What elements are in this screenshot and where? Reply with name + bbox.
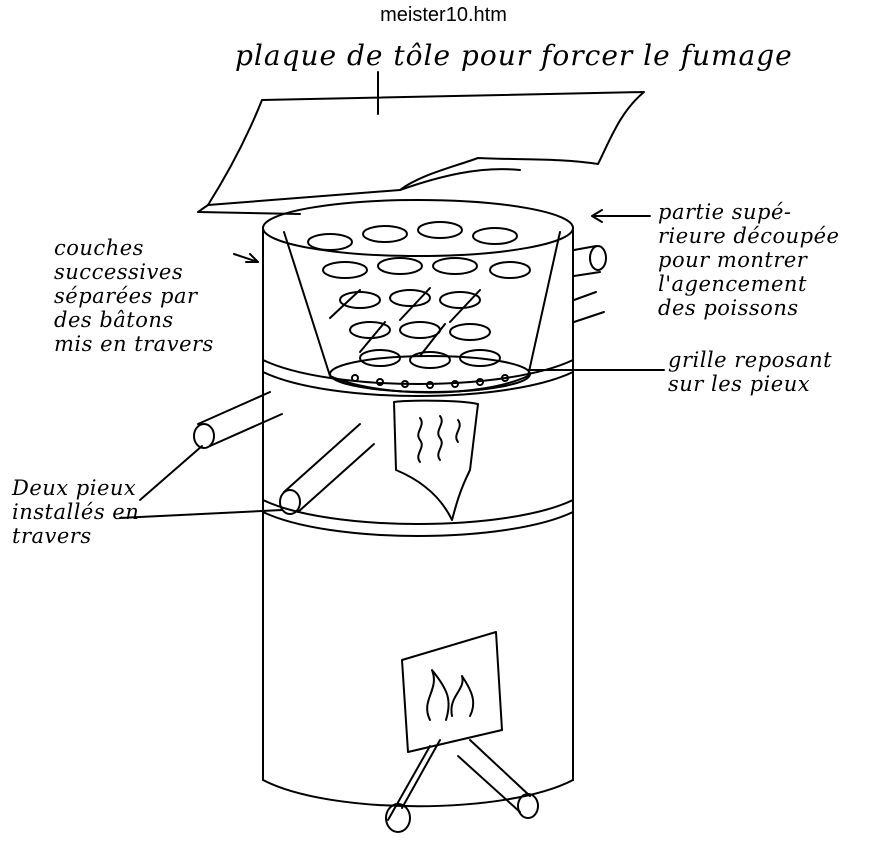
flame (427, 670, 449, 720)
grille-hole (352, 375, 358, 381)
grille (330, 356, 530, 392)
fish (390, 290, 430, 306)
flame (451, 676, 473, 716)
sheet-metal-plate (198, 92, 644, 214)
smoke-cutaway (394, 401, 478, 520)
separator-sticks (330, 288, 480, 356)
grille-hole (427, 382, 433, 388)
fish (440, 292, 480, 308)
arrow-line (140, 446, 202, 500)
fish (340, 292, 380, 308)
fish (450, 324, 490, 340)
stake-end (194, 424, 214, 448)
fish (323, 262, 367, 278)
stake-end (590, 246, 606, 270)
fish (490, 262, 530, 278)
log (388, 740, 440, 820)
arrow-line (234, 254, 258, 262)
fish (400, 322, 440, 338)
cross-stakes (194, 246, 606, 514)
fish (473, 228, 517, 244)
smoke-wave (418, 418, 421, 462)
fish (378, 258, 422, 274)
arrow-line (592, 210, 650, 222)
log-end (518, 794, 538, 818)
smoke-wave (456, 420, 459, 442)
fish (308, 234, 352, 250)
smoke-wave (438, 416, 441, 460)
arrow-line (120, 510, 282, 518)
fish (410, 352, 450, 368)
fish-layers (308, 222, 530, 368)
fire-box (386, 632, 538, 832)
fish (363, 226, 407, 242)
fish (418, 222, 462, 238)
fish (433, 258, 477, 274)
